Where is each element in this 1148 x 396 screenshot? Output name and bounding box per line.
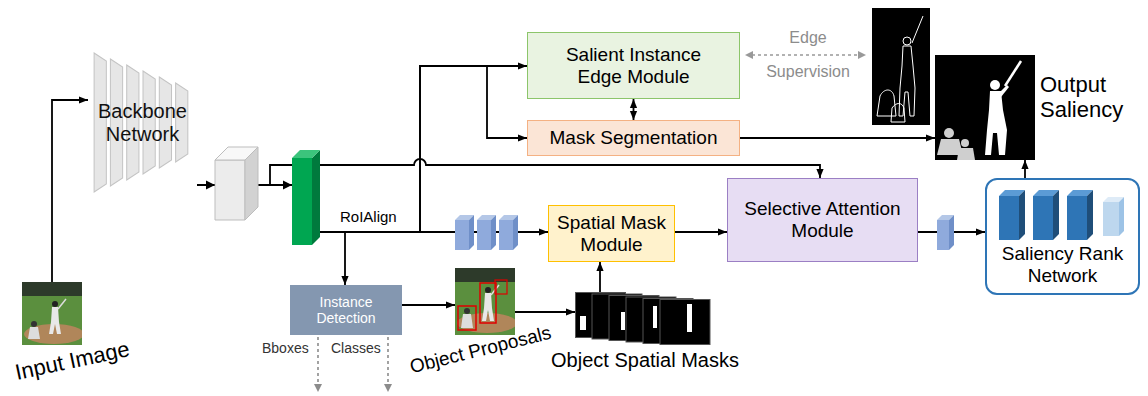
connector (52, 100, 88, 282)
box-label: Selective Attention Module (734, 198, 911, 242)
connector (599, 262, 601, 292)
edge-supervision-arrow (745, 51, 866, 59)
node-illustration (935, 55, 1035, 160)
output-dotted-arrows (314, 337, 392, 392)
node-heading: Output Saliency (1040, 73, 1140, 122)
node-heading: Object Spatial Masks (545, 349, 745, 371)
connector (515, 311, 575, 313)
edge-map-image (872, 8, 930, 125)
box-label: Backbone Network (94, 100, 191, 146)
process-box: Instance Detection (290, 285, 402, 335)
process-box: Mask Segmentation (527, 120, 740, 156)
box-label: Saliency Rank Network (993, 243, 1132, 287)
image-node: Object Spatial Masks (575, 292, 712, 345)
process-box: Spatial Mask Module (548, 205, 675, 262)
operation-label: RoIAlign (340, 208, 397, 225)
node-illustration (455, 268, 515, 335)
output-label: Classes (331, 340, 381, 356)
connector (197, 66, 527, 232)
illustration (455, 268, 515, 335)
image-node: Input Image (22, 282, 82, 345)
node-illustration (575, 292, 712, 345)
illustration (935, 55, 1035, 160)
connector (633, 99, 635, 120)
process-box: Saliency Rank Network (985, 178, 1140, 295)
feature-block-grey (206, 147, 258, 220)
supervision-label: Edge Supervision (758, 21, 858, 89)
connector (197, 66, 527, 232)
backbone-stack: Backbone Network (88, 45, 197, 200)
illustration (575, 292, 712, 345)
output-label: Bboxes (262, 340, 309, 356)
box-label: Mask Segmentation (550, 127, 718, 149)
node-illustration (22, 282, 82, 345)
connector (1024, 160, 1026, 178)
roi-feature-blocks (455, 215, 518, 250)
feature-block-green (283, 150, 320, 245)
process-box: Selective Attention Module (727, 178, 918, 262)
image-node: Object Proposals (455, 268, 515, 335)
image-node: Output Saliency (935, 55, 1035, 160)
connector (675, 231, 727, 233)
connector (740, 137, 935, 139)
box-label: Instance Detection (296, 294, 396, 326)
connector (402, 304, 455, 306)
illustration (22, 282, 82, 345)
box-label: Spatial Mask Module (555, 212, 668, 256)
box-label: Salient Instance Edge Module (549, 44, 719, 88)
attention-feature-block (937, 215, 954, 250)
process-box: Salient Instance Edge Module (527, 32, 740, 99)
